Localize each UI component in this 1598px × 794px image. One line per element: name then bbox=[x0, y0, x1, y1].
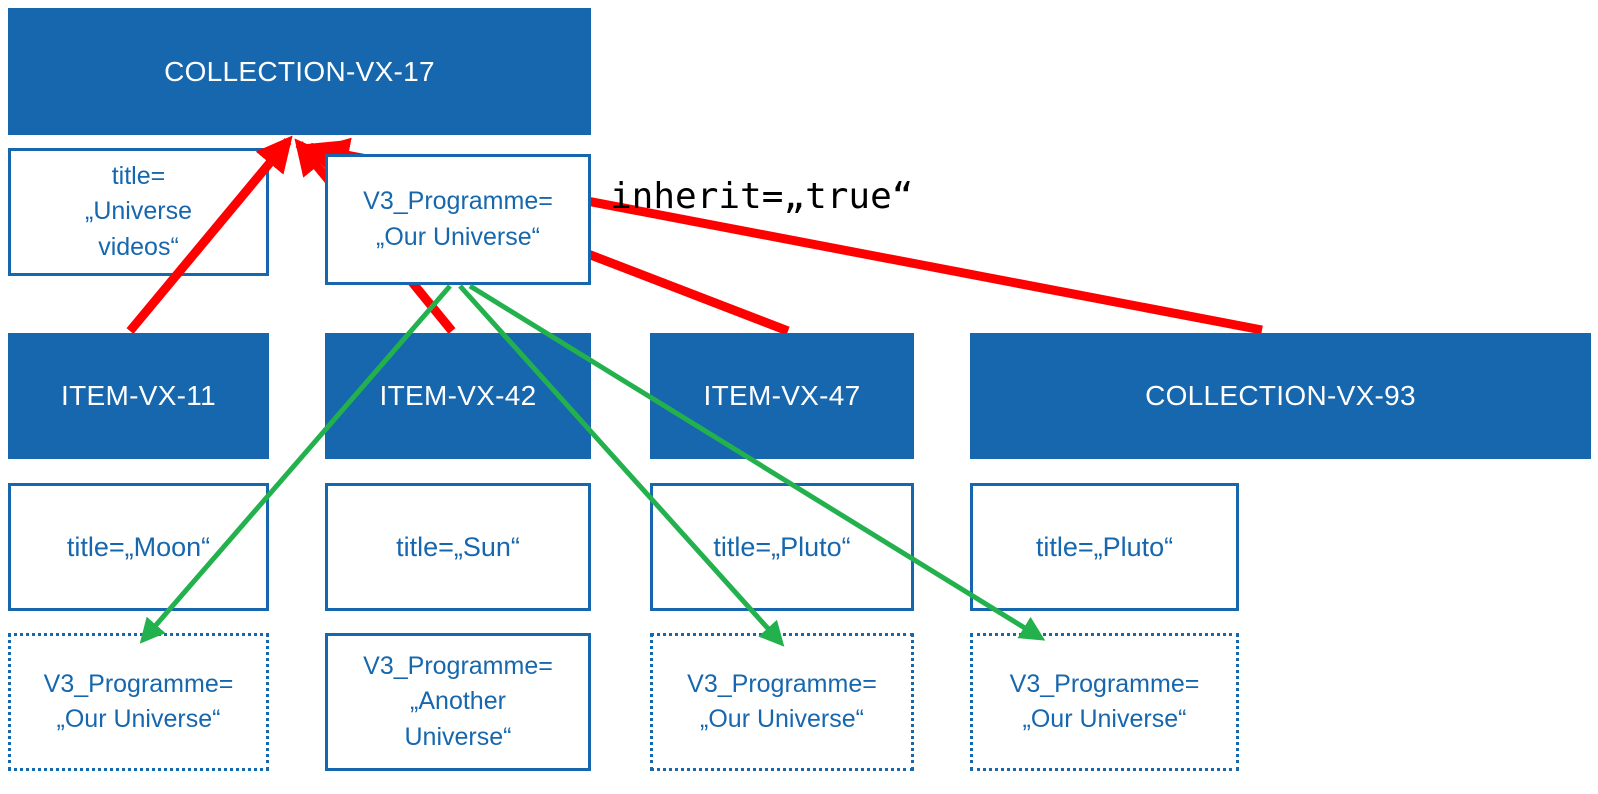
item-vx-47-label: ITEM-VX-47 bbox=[703, 380, 861, 411]
node-item-vx-47: ITEM-VX-47 bbox=[650, 333, 914, 459]
attr-v3-programme-collection-vx-93: V3_Programme= „Our Universe“ bbox=[970, 633, 1239, 771]
attr-v3-programme-item-vx-42-text: V3_Programme= „Another Universe“ bbox=[363, 651, 553, 751]
node-item-vx-42: ITEM-VX-42 bbox=[325, 333, 591, 459]
attr-title-sun: title=„Sun“ bbox=[325, 483, 591, 611]
attr-title-moon: title=„Moon“ bbox=[8, 483, 269, 611]
attr-v3-programme-collection-vx-93-text: V3_Programme= „Our Universe“ bbox=[1009, 669, 1200, 734]
collection-vx-17-label: COLLECTION-VX-17 bbox=[164, 55, 435, 87]
attr-v3-programme-root-text: V3_Programme= „Our Universe“ bbox=[363, 187, 553, 251]
node-collection-vx-93: COLLECTION-VX-93 bbox=[970, 333, 1591, 459]
attr-title-pluto-collection-93-text: title=„Pluto“ bbox=[1035, 531, 1174, 562]
attr-title-sun-text: title=„Sun“ bbox=[396, 531, 520, 562]
attr-v3-programme-item-vx-47-text: V3_Programme= „Our Universe“ bbox=[687, 669, 877, 734]
attr-v3-programme-item-vx-11-text: V3_Programme= „Our Universe“ bbox=[43, 669, 234, 734]
attr-v3-programme-root: V3_Programme= „Our Universe“ bbox=[325, 154, 591, 285]
attr-v3-programme-item-vx-42: V3_Programme= „Another Universe“ bbox=[325, 633, 591, 771]
attr-v3-programme-item-vx-47: V3_Programme= „Our Universe“ bbox=[650, 633, 914, 771]
attr-title-universe-videos: title= „Universe videos“ bbox=[8, 148, 269, 276]
attr-title-pluto-item-47-text: title=„Pluto“ bbox=[713, 531, 851, 562]
attr-title-universe-videos-text: title= „Universe videos“ bbox=[85, 161, 192, 261]
attr-v3-programme-item-vx-11: V3_Programme= „Our Universe“ bbox=[8, 633, 269, 771]
attr-title-moon-text: title=„Moon“ bbox=[66, 531, 211, 562]
inherit-true-annotation: inherit=„true“ bbox=[610, 176, 914, 217]
node-item-vx-11: ITEM-VX-11 bbox=[8, 333, 269, 459]
node-collection-vx-17: COLLECTION-VX-17 bbox=[8, 8, 591, 135]
attr-title-pluto-collection-93: title=„Pluto“ bbox=[970, 483, 1239, 611]
item-vx-11-label: ITEM-VX-11 bbox=[61, 380, 216, 411]
attr-title-pluto-item-47: title=„Pluto“ bbox=[650, 483, 914, 611]
item-vx-42-label: ITEM-VX-42 bbox=[379, 380, 537, 411]
collection-vx-93-label: COLLECTION-VX-93 bbox=[1145, 380, 1416, 411]
